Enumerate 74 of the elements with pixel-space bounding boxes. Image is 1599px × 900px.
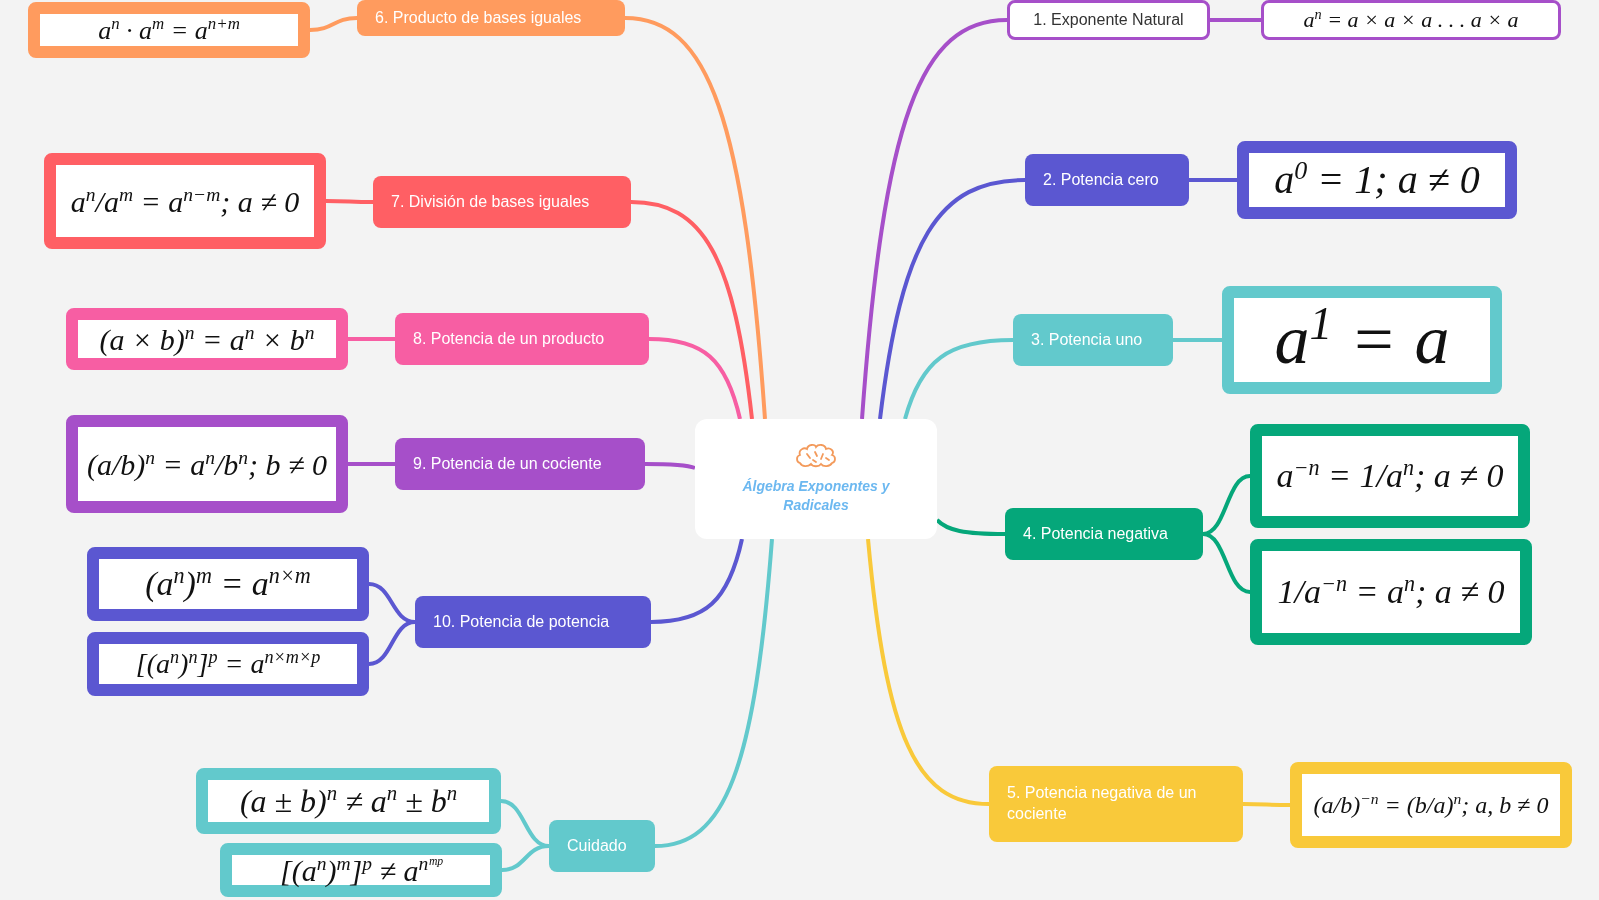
topic-box [415,596,651,648]
formula: (a × b)$^{n}$ = a$^{n}$ × b$^{n}$ [99,320,315,358]
branch-line [348,337,395,341]
branch-line [624,16,767,420]
formula: (a ± b)$^{n}$ ≠ a$^{n}$ ± b$^{n}$ [239,780,458,822]
formula-box [1250,539,1532,645]
formula-box [87,547,369,621]
branch-line [368,620,416,666]
formula: (a$^{n}$)$^{m}$ = a$^{n×m}$ [145,561,311,605]
formula-box [1250,424,1530,528]
formula: a$^{n}$ = a × a × a . . . a × a [1303,5,1519,35]
topic-label: 3. Potencia uno [1031,329,1143,350]
branch-line [645,462,696,470]
branch-line [630,200,754,420]
branch-line [866,538,990,806]
formula-box [1290,762,1572,848]
formula-box [44,153,326,249]
branch-line [903,338,1014,420]
topic-label: 10. Potencia de potencia [433,611,610,632]
formula: a$^{−n}$ = 1/a$^{n}$; a ≠ 0 [1276,453,1504,497]
topic-label: 1. Exponente Natural [1033,9,1184,30]
topic-box [1025,154,1189,206]
topic-box [395,313,649,365]
topic-box [373,176,631,228]
formula-box [196,768,501,834]
formula-box [1222,286,1502,394]
formula-box [66,415,348,513]
branch-line [1202,532,1251,594]
formula-box [1237,141,1517,219]
branch-line [1243,802,1290,807]
formula: a$^{1}$ = a [1274,297,1450,381]
formula: (a/b)$^{n}$ = a$^{n}$/b$^{n}$; b ≠ 0 [86,445,328,483]
topic-label: 9. Potencia de un cociente [413,453,602,474]
branch-line [1189,178,1237,182]
branch-line [326,199,373,204]
formula-box [28,2,310,58]
formula-box [66,308,348,370]
topic-label: 5. Potencia negativa de un cociente [1007,783,1198,824]
formula: a$^{n}$/a$^{m}$ = a$^{n−m}$; a ≠ 0 [70,182,300,220]
topic-box [989,766,1243,842]
branch-line [648,337,742,420]
topic-label: 7. División de bases iguales [391,191,590,212]
branch-line [501,844,550,872]
topic-label: 4. Potencia negativa [1023,523,1168,544]
branch-line [348,462,395,466]
branch-line [860,18,1008,420]
formula-box [87,632,369,696]
formula: a$^{0}$ = 1; a ≠ 0 [1274,154,1480,205]
topic-box [1007,0,1210,40]
branch-line [878,178,1026,420]
topic-box [395,438,645,490]
branch-line [309,16,358,32]
topic-box [1005,508,1203,560]
topic-box [357,0,625,36]
formula: [(a$^{n}$)$^{n}$]$^{p}$ = a$^{n×m×p}$ [135,645,321,681]
formula: 1/a$^{−n}$ = a$^{n}$; a ≠ 0 [1277,569,1505,613]
topic-box [549,820,655,872]
central-title: Álgebra Exponentes y Radicales [741,477,891,515]
formula: (a/b)$^{−n}$ = (b/a)$^{n}$; a, b ≠ 0 [1313,788,1549,820]
formula-box [220,843,502,897]
formula-box [1261,0,1561,40]
branch-line [935,518,1005,536]
formula: a$^{n}$ · a$^{m}$ = a$^{n+m}$ [98,12,240,47]
topic-label: 2. Potencia cero [1043,169,1159,190]
topic-label: 6. Producto de bases iguales [375,7,582,28]
topic-box [1013,314,1173,366]
central-card [695,419,937,539]
formula: [(a$^{n}$)$^{m}$]$^{p}$ ≠ a$^{nᵐᵖ}$ [280,851,442,889]
branch-line [654,538,774,848]
branch-line [1173,338,1222,342]
topic-label: Cuidado [567,835,627,856]
branch-line [1210,18,1261,22]
topic-label: 8. Potencia de un producto [413,328,605,349]
branch-line [650,538,744,624]
